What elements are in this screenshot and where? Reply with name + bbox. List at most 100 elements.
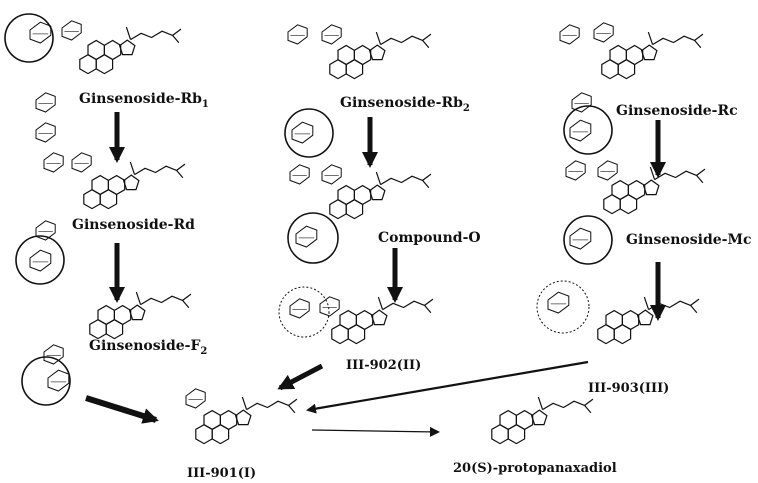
sugar-ring [287, 24, 308, 45]
ring [370, 309, 388, 326]
label-ginsenoside-rd: Ginsenoside-Rd [72, 217, 195, 233]
ring [355, 309, 374, 331]
side-chain [654, 168, 706, 181]
ring [234, 409, 252, 426]
sugar-co-b [321, 164, 342, 185]
sugar-iii903-a [547, 291, 570, 314]
ring [128, 304, 146, 321]
label-protopanaxadiol: 20(S)-protopanaxadiol [453, 461, 617, 476]
sugar-ring [565, 160, 586, 181]
circle-f2 [21, 356, 71, 406]
side-chain [140, 293, 192, 306]
steroid-skeleton-rc [601, 31, 704, 80]
ring [118, 39, 136, 56]
sugar-ring [291, 121, 314, 144]
ring [353, 184, 372, 206]
sugar-rc-b [593, 22, 614, 43]
side-chain [182, 300, 190, 309]
sugar-ring [295, 225, 318, 248]
label-ginsenoside-rb1: Ginsenoside-Rb1 [79, 91, 209, 110]
ring [368, 44, 386, 61]
steroid-skeleton-compound-o [329, 171, 432, 220]
side-chain [377, 296, 384, 310]
side-chain [130, 28, 182, 41]
side-chain [246, 398, 298, 411]
side-chain [652, 33, 704, 46]
side-chain [129, 161, 136, 175]
sugar-ring [289, 298, 310, 319]
ring [515, 409, 534, 431]
arrow-iii903-iii901 [306, 360, 589, 414]
ring [621, 309, 640, 331]
side-chain [288, 405, 296, 414]
sugar-ring [321, 24, 342, 45]
steroid-skeleton-rb1 [79, 26, 182, 75]
ring [530, 409, 548, 426]
ring [97, 304, 116, 326]
ring [636, 309, 654, 326]
side-chain [241, 396, 248, 410]
side-chain [424, 305, 432, 314]
side-chain [375, 31, 382, 45]
sugar-rc-a [559, 24, 580, 45]
sugar-ring [289, 164, 310, 185]
sugar-ring [185, 388, 206, 409]
side-chain [125, 26, 132, 40]
ring [337, 44, 355, 66]
sugar-ring [571, 92, 592, 113]
side-chain [176, 170, 184, 179]
steroid-skeleton-mc [603, 166, 706, 215]
sugar-rc-c [571, 92, 592, 113]
sugar-iii901-a [185, 388, 206, 409]
ring [87, 39, 106, 61]
sugar-rb1-a [29, 21, 52, 44]
ring [640, 44, 658, 61]
sugar-ring [319, 296, 340, 317]
sugar-rb1-d [35, 122, 56, 143]
side-chain [542, 398, 594, 411]
circle-mc [563, 215, 613, 265]
sugar-f2-a [43, 344, 64, 365]
sugar-iii902-a [289, 298, 310, 319]
label-iii-902: III-902(II) [346, 358, 422, 373]
sugar-rb1-b [61, 20, 82, 41]
side-chain [584, 405, 592, 414]
sugar-mc-b [597, 160, 618, 181]
label-iii-901: III-901(I) [187, 466, 257, 481]
circle-compound-o [287, 212, 339, 264]
sugar-ring [71, 152, 92, 173]
ring [368, 184, 386, 201]
circle-iii902 [278, 286, 330, 338]
sugar-ring [43, 344, 64, 365]
ring [337, 184, 355, 206]
steroid-skeleton-f2 [89, 291, 192, 340]
ring [605, 309, 624, 331]
side-chain [382, 298, 434, 311]
sugar-ring [597, 160, 618, 181]
sugar-ring [593, 22, 614, 43]
ring [642, 179, 660, 196]
ring [103, 39, 122, 61]
ring [625, 44, 644, 66]
sugar-ring [569, 227, 592, 250]
label-ginsenoside-rc: Ginsenoside-Rc [616, 103, 738, 119]
label-ginsenoside-rb2: Ginsenoside-Rb2 [340, 95, 470, 114]
sugar-ring [559, 24, 580, 45]
sugar-ring [547, 291, 570, 314]
ring [113, 304, 132, 326]
ring [91, 174, 110, 196]
sugar-ring [321, 164, 342, 185]
sugar-rd-a [43, 152, 64, 173]
ring [499, 409, 518, 431]
ring [339, 309, 357, 331]
sugar-ring [35, 122, 56, 143]
sugar-rb2-b [321, 24, 342, 45]
ring [203, 409, 221, 431]
steroid-skeleton-iii902 [331, 296, 434, 345]
sugar-rb1-c [35, 92, 56, 113]
sugar-co-c [295, 225, 318, 248]
steroid-skeleton-ppd [491, 396, 594, 445]
ring [219, 409, 238, 431]
sugar-ring [47, 369, 70, 392]
